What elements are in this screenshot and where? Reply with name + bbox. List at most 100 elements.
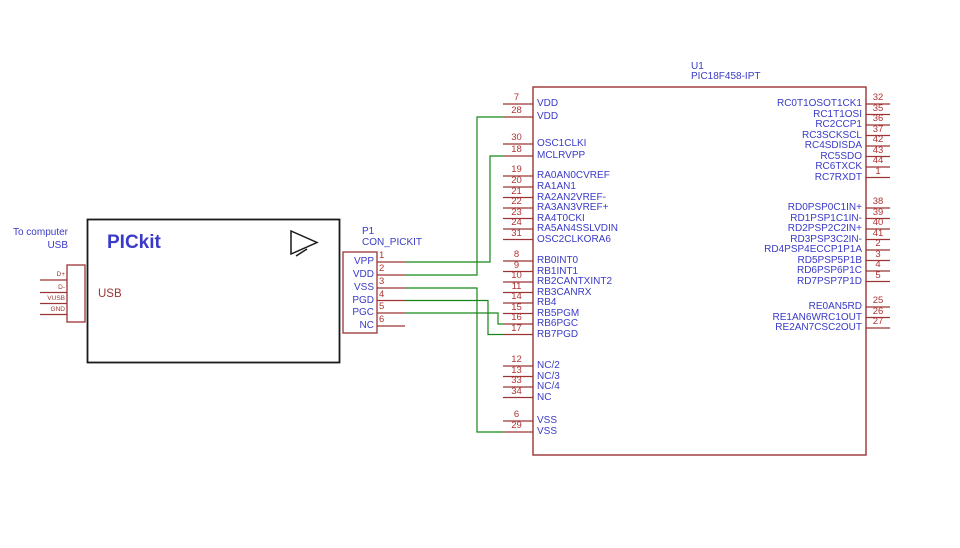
mcu-left-pin-number: 10 — [511, 270, 522, 281]
mcu-right-pin-number: 4 — [875, 259, 881, 270]
mcu-right-pin-label: RE0AN5RD — [808, 301, 862, 312]
mcu-right-pin-label: RC5SDO — [820, 150, 862, 162]
mcu-body[interactable] — [532, 86, 867, 456]
mcu-right-pin-label: RC3SCKSCL — [801, 129, 862, 141]
mcu-left-pin-number: 9 — [513, 259, 520, 271]
usb-plug-pin-label: VUSB — [47, 294, 65, 302]
mcu-right-pin-label: RE2AN7CSC2OUT — [775, 322, 862, 333]
mcu-right-pin-label: RD1PSP1C1IN- — [790, 212, 862, 224]
mcu-right-pin-label: RD0PSP0C1IN+ — [787, 202, 862, 213]
wire-p1-4-pgd[interactable] — [405, 299, 503, 336]
wire-p1-1-vpp[interactable] — [405, 155, 503, 263]
mcu-left-pin-number: 30 — [511, 132, 522, 143]
mcu-right-pin-label: RC2CCP1 — [815, 119, 862, 130]
mcu-left-pin-number: 15 — [511, 301, 522, 313]
mcu-left-pin-number: 12 — [511, 354, 522, 365]
mcu-left-pin-label: NC — [537, 391, 552, 403]
mcu-left-pin-number: 19 — [511, 164, 522, 175]
usb-plug-body[interactable] — [66, 264, 86, 323]
connector-part: CON_PICKIT — [362, 237, 423, 248]
connector-pin-label: VPP — [353, 256, 374, 267]
wire-p1-2-vdd[interactable] — [405, 116, 503, 276]
mcu-left-pin-number: 31 — [511, 227, 522, 239]
connector-pin-number: 1 — [379, 250, 385, 261]
pickit-triangle-icon — [290, 229, 319, 256]
mcu-right-pin-number: 1 — [875, 165, 881, 177]
mcu-right-pin-number: 40 — [872, 217, 884, 228]
mcu-left-pin-number: 7 — [513, 92, 520, 103]
mcu-left-pin-label: VDD — [537, 111, 559, 122]
pickit-body[interactable] — [86, 218, 341, 364]
mcu-part: PIC18F458-IPT — [691, 71, 761, 82]
mcu-left-pin-number: 18 — [511, 144, 522, 155]
mcu-left-pin-number: 29 — [511, 420, 522, 431]
connector-pin-number: 6 — [379, 314, 385, 325]
pin-stubs — [40, 103, 890, 433]
mcu-right-pin-label: RD6PSP6P1C — [796, 265, 862, 276]
connector-pin-number: 3 — [379, 276, 385, 287]
usb-note-line1: To computer — [12, 227, 68, 238]
mcu-right-pin-number: 3 — [875, 248, 881, 260]
wires — [405, 116, 503, 433]
wire-p1-3-vss[interactable] — [405, 287, 503, 433]
mcu-left-pin-number: 23 — [511, 206, 522, 218]
mcu-left-pin-number: 6 — [513, 409, 520, 420]
mcu-right-pin-number: 42 — [872, 134, 884, 145]
mcu-right-pin-number: 27 — [872, 316, 884, 327]
mcu-left-pin-label: VSS — [537, 426, 558, 437]
mcu-left-pin-number: 16 — [511, 312, 522, 323]
mcu-left-pin-label: RB1INT1 — [537, 265, 579, 277]
mcu-left-pin-label: RB6PGC — [537, 318, 579, 329]
mcu-left-pin-number: 34 — [511, 385, 522, 397]
connector-pin-label: PGC — [352, 307, 374, 318]
connector-pin-label: PGD — [352, 294, 374, 306]
mcu-right-pin-number: 35 — [872, 102, 884, 114]
mcu-right-pin-label: RD4PSP4ECCP1P1A — [764, 244, 862, 255]
usb-plug-pin-label: GND — [50, 305, 65, 313]
mcu-right-pin-label: RD7PSP7P1D — [796, 275, 862, 287]
mcu-right-pin-label: RC0T1OSOT1CK1 — [776, 98, 862, 109]
mcu-left-pin-label: RB7PGD — [537, 328, 579, 340]
mcu-left-pin-number: 33 — [511, 375, 522, 386]
mcu-right-pin-number: 5 — [875, 269, 881, 281]
mcu-left-pin-label: OSC1CLKI — [537, 138, 587, 149]
mcu-right-pin-label: RC4SDISDA — [804, 140, 862, 151]
mcu-right-pin-label: RC6TXCK — [815, 161, 862, 172]
mcu-left-pin-label: RB0INT0 — [537, 255, 579, 266]
mcu-left-pin-label: RA2AN2VREF- — [537, 191, 606, 203]
wire-p1-5-pgc[interactable] — [405, 312, 503, 325]
mcu-left-pin-number: 17 — [511, 322, 522, 334]
mcu-right-pin-label: RD2PSP2C2IN+ — [787, 223, 862, 234]
mcu-right-pin-label: RD5PSP5P1B — [797, 254, 862, 266]
mcu-right-pin-number: 44 — [872, 155, 884, 166]
mcu-left-pin-label: NC/4 — [537, 381, 560, 392]
mcu-right-pin-number: 32 — [872, 92, 884, 103]
mcu-left-pin-label: RB4 — [537, 297, 557, 308]
mcu-right-pin-number: 39 — [872, 206, 884, 218]
pickit-triangle-tail-icon — [295, 248, 308, 257]
mcu-left-pin-number: 14 — [511, 291, 522, 302]
mcu-left-pin-label: RA3AN3VREF+ — [537, 202, 609, 213]
mcu-right-pin-number: 37 — [872, 123, 884, 135]
usb-note-line2: USB — [47, 240, 68, 251]
pickit-usb-port-label: USB — [98, 288, 122, 300]
mcu-left-pin-label: OSC2CLKORA6 — [537, 233, 611, 245]
connector-ref: P1 — [362, 226, 375, 237]
mcu-right-pin-number: 41 — [872, 227, 884, 239]
mcu-left-pin-number: 11 — [511, 280, 522, 292]
connector-pin-number: 2 — [379, 263, 385, 274]
mcu-left-pin-label: RA1AN1 — [537, 181, 576, 192]
mcu-right-pin-number: 38 — [872, 196, 884, 207]
connector-pin-label: VSS — [353, 282, 374, 293]
mcu-left-pin-label: NC/2 — [537, 360, 560, 371]
connector-body[interactable] — [342, 251, 378, 334]
mcu-right-pin-number: 26 — [872, 305, 884, 317]
usb-plug-pin-label: D+ — [56, 271, 66, 278]
mcu-left-pin-label: VSS — [537, 415, 558, 426]
mcu-left-pin-number: 28 — [511, 105, 522, 116]
mcu-right-pin-number: 2 — [875, 238, 881, 249]
mcu-left-pin-number: 22 — [511, 196, 522, 207]
mcu-left-pin-number: 13 — [511, 364, 522, 376]
